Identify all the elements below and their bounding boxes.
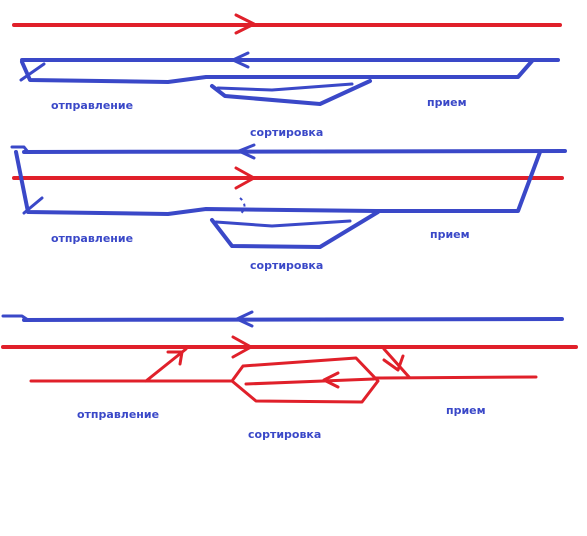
label-arrival-3: прием	[446, 404, 486, 417]
upper-track-blue	[22, 317, 564, 322]
sorting-yard-inner	[244, 377, 376, 386]
sorting-arrow-left	[322, 371, 340, 389]
upper-arrow-left	[231, 51, 250, 69]
diagram-3	[1, 310, 578, 404]
dashed-link	[239, 197, 246, 215]
upper-arrow-left	[235, 310, 254, 328]
departure-yard-track	[20, 59, 534, 84]
departure-switch	[22, 196, 44, 215]
lower-track-red-right	[374, 375, 538, 380]
main-arrow-right	[234, 13, 256, 35]
label-sorting-2: сортировка	[250, 259, 324, 272]
main-arrow-right	[234, 166, 256, 190]
label-sorting-1: сортировка	[250, 126, 324, 139]
label-sorting-3: сортировка	[248, 428, 322, 441]
sorting-yard-track	[210, 210, 380, 249]
label-arrival-2: прием	[430, 228, 470, 241]
sorting-yard-track	[210, 79, 372, 106]
departure-crossover-arrow	[166, 350, 184, 366]
main-arrow-right	[231, 335, 253, 359]
upper-arrow-left	[237, 143, 256, 160]
diagram-2	[10, 143, 567, 249]
diagram-1	[12, 13, 562, 106]
departure-switch	[19, 62, 46, 82]
departure-crossover	[144, 347, 188, 383]
sorting-yard-inner	[216, 82, 354, 92]
arrival-crossover-arrow	[382, 354, 405, 372]
sorting-yard-inner	[214, 219, 352, 228]
upper-track-blue	[22, 149, 567, 154]
sorting-yard-loop	[230, 356, 380, 404]
label-departure-3: отправление	[77, 408, 160, 421]
label-departure-1: отправление	[51, 99, 134, 112]
departure-yard-track	[14, 150, 542, 216]
label-departure-2: отправление	[51, 232, 134, 245]
arrival-crossover	[382, 347, 411, 379]
label-arrival-1: прием	[427, 96, 467, 109]
